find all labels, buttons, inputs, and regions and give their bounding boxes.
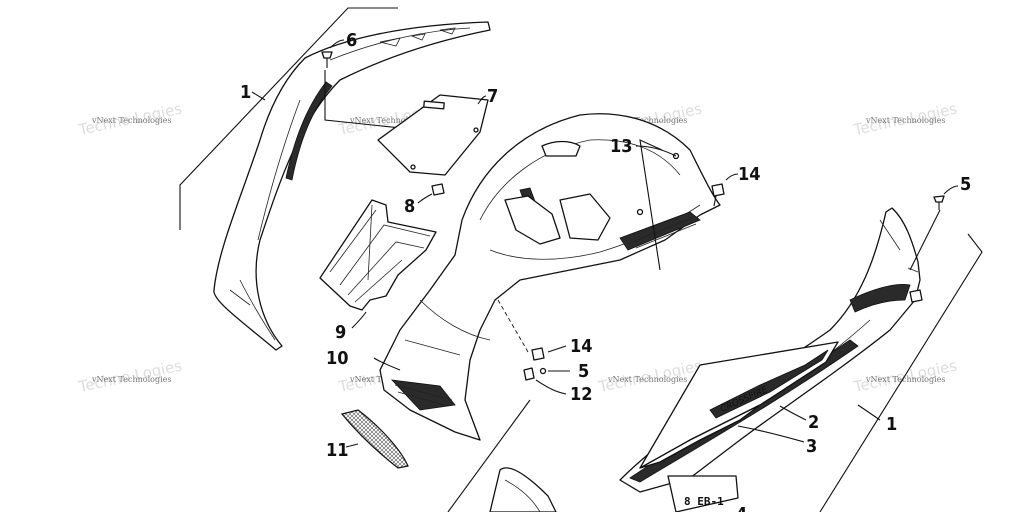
watermark-text: vNext Technologies bbox=[607, 375, 687, 384]
screw-part-5-lower[interactable] bbox=[539, 367, 547, 375]
clip-part-8[interactable] bbox=[431, 183, 445, 196]
callout-14-lower: 14 bbox=[570, 336, 593, 357]
leader-line bbox=[857, 404, 881, 421]
callout-10: 10 bbox=[326, 348, 349, 369]
nut-part-12[interactable] bbox=[523, 367, 535, 381]
decal-part-2[interactable]: CROSSFIRE bbox=[639, 341, 839, 469]
callout-13: 13 bbox=[610, 136, 633, 157]
callout-7: 7 bbox=[487, 86, 498, 107]
leader-line bbox=[779, 405, 807, 421]
leader-line bbox=[179, 7, 398, 230]
callout-1-right: 1 bbox=[886, 414, 897, 435]
leader-line bbox=[547, 345, 567, 353]
leader-line bbox=[477, 95, 487, 105]
air-duct-part-9[interactable] bbox=[319, 199, 437, 311]
svg-text:8 EB-1: 8 EB-1 bbox=[684, 495, 724, 508]
leader-line bbox=[943, 185, 959, 195]
leader-line bbox=[635, 145, 677, 157]
leader-line bbox=[497, 299, 529, 353]
callout-4: 4 bbox=[736, 504, 747, 512]
callout-14-upper: 14 bbox=[738, 164, 761, 185]
watermark-text: vNext Technologies bbox=[91, 116, 171, 125]
leader-line bbox=[819, 233, 983, 512]
leader-line bbox=[345, 443, 359, 448]
leader-line bbox=[417, 193, 433, 204]
leader-line bbox=[373, 357, 401, 371]
leader-line bbox=[737, 425, 805, 443]
hood-part-10[interactable] bbox=[379, 113, 721, 441]
lower-panel-partial[interactable] bbox=[489, 467, 557, 512]
leader-line bbox=[725, 173, 739, 181]
leader-line bbox=[639, 139, 663, 271]
callout-3: 3 bbox=[806, 436, 817, 457]
left-side-panel[interactable] bbox=[213, 21, 491, 351]
leader-line bbox=[251, 91, 266, 101]
callout-9: 9 bbox=[335, 322, 346, 343]
plate-part-7[interactable] bbox=[377, 94, 489, 176]
clip-part-14-upper[interactable] bbox=[711, 183, 725, 207]
leader-line bbox=[351, 311, 367, 329]
callout-11: 11 bbox=[326, 440, 349, 461]
leader-line bbox=[324, 70, 421, 131]
watermark-text: vNext Technologies bbox=[865, 116, 945, 125]
screw-part-6[interactable] bbox=[321, 51, 333, 68]
screw-part-5-upper[interactable] bbox=[933, 195, 945, 210]
callout-12: 12 bbox=[570, 384, 593, 405]
callout-2: 2 bbox=[808, 412, 819, 433]
decal-part-4[interactable]: 8 EB-1 bbox=[667, 475, 739, 512]
callout-1-left: 1 bbox=[240, 82, 251, 103]
clip-part-14-lower[interactable] bbox=[531, 347, 545, 361]
callout-5-lower: 5 bbox=[578, 361, 589, 382]
leader-line bbox=[909, 209, 941, 271]
watermark-text: vNext Technologies bbox=[91, 375, 171, 384]
watermark-text: vNext Technologies bbox=[349, 116, 429, 125]
leader-line bbox=[535, 379, 567, 395]
leader-line bbox=[447, 399, 531, 512]
callout-6: 6 bbox=[346, 30, 357, 51]
decal-part-3[interactable] bbox=[639, 404, 761, 469]
callout-labels: 1 6 7 8 9 10 11 13 14 14 5 5 12 2 3 1 4 bbox=[240, 30, 971, 512]
leader-line bbox=[329, 39, 345, 49]
mesh-grille-part-11[interactable] bbox=[340, 409, 409, 469]
callout-8: 8 bbox=[404, 196, 415, 217]
watermark-text: vNext Technologies bbox=[607, 116, 687, 125]
callout-5-upper: 5 bbox=[960, 174, 971, 195]
watermark-text: vNext Technologies bbox=[865, 375, 945, 384]
